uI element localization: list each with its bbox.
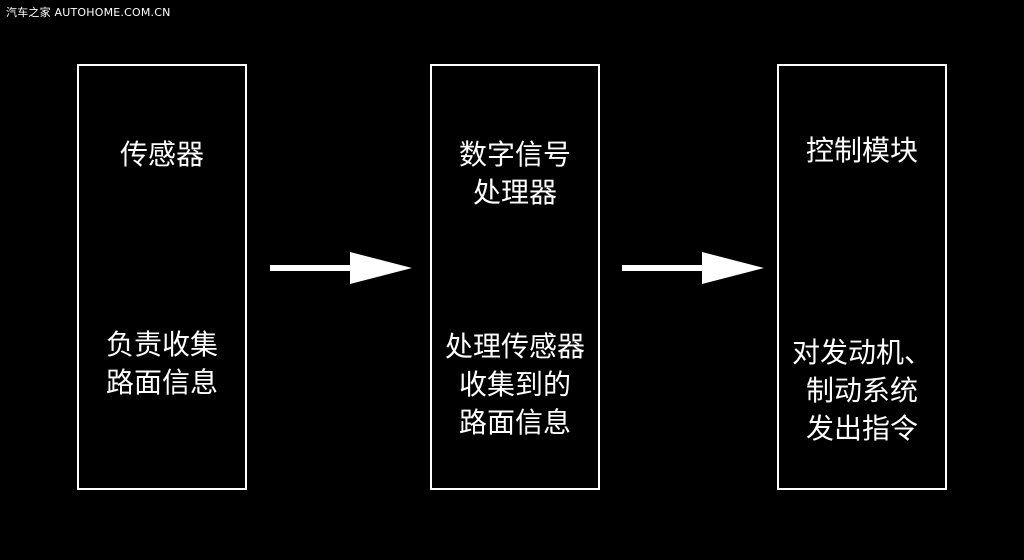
step-box-dsp: 数字信号 处理器 处理传感器 收集到的 路面信息 bbox=[430, 64, 600, 490]
arrow-right-icon bbox=[622, 252, 764, 284]
watermark: 汽车之家 AUTOHOME.COM.CN bbox=[6, 6, 171, 19]
step-title: 控制模块 bbox=[805, 134, 918, 167]
step-box-control-module: 控制模块 对发动机、 制动系统 发出指令 bbox=[777, 64, 947, 490]
arrow-right-icon bbox=[270, 252, 412, 284]
step-title: 传感器 bbox=[119, 138, 204, 171]
step-description: 负责收集 路面信息 bbox=[105, 328, 218, 399]
step-box-sensor: 传感器 负责收集 路面信息 bbox=[77, 64, 247, 490]
step-description: 对发动机、 制动系统 发出指令 bbox=[791, 336, 932, 445]
step-description: 处理传感器 收集到的 路面信息 bbox=[444, 330, 585, 439]
step-title: 数字信号 处理器 bbox=[458, 138, 571, 209]
